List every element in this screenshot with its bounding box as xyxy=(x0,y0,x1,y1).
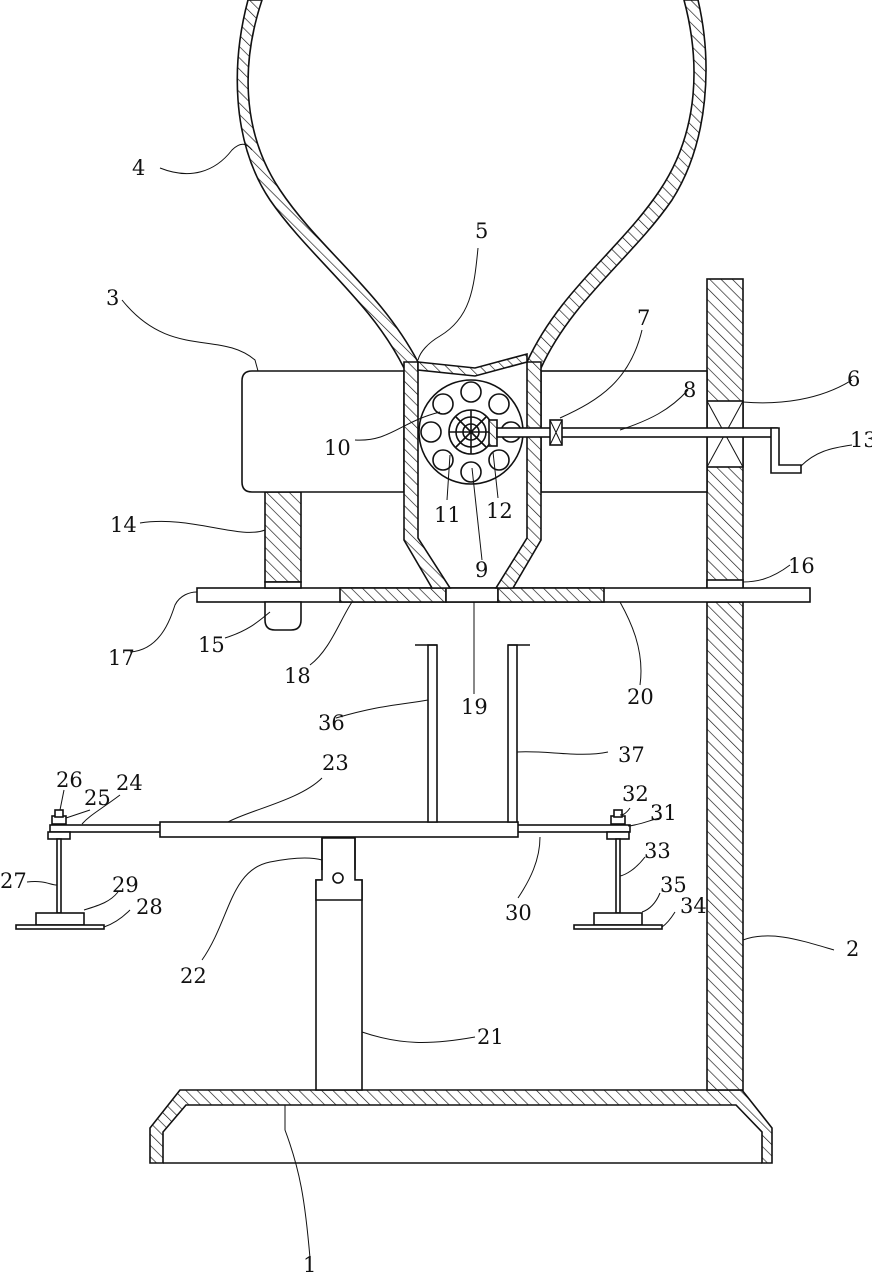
label-6: 6 xyxy=(847,367,860,391)
label-32: 32 xyxy=(622,782,649,806)
label-12: 12 xyxy=(486,499,513,523)
label-22: 22 xyxy=(180,964,207,988)
swing-beam xyxy=(50,822,630,837)
label-13: 13 xyxy=(850,428,872,452)
label-10: 10 xyxy=(324,436,351,460)
base xyxy=(150,1090,772,1163)
label-2: 2 xyxy=(846,937,859,961)
label-31: 31 xyxy=(650,801,677,825)
center-post xyxy=(316,838,362,1090)
label-9: 9 xyxy=(475,558,488,582)
label-28: 28 xyxy=(136,895,163,919)
left-support xyxy=(265,492,301,630)
label-24: 24 xyxy=(116,771,143,795)
vertical-guides xyxy=(415,645,530,822)
label-14: 14 xyxy=(110,513,137,537)
label-4: 4 xyxy=(132,156,145,180)
label-5: 5 xyxy=(475,219,488,243)
label-3: 3 xyxy=(106,286,119,310)
label-21: 21 xyxy=(477,1025,504,1049)
label-8: 8 xyxy=(683,378,696,402)
label-23: 23 xyxy=(322,751,349,775)
label-1: 1 xyxy=(303,1253,316,1276)
label-30: 30 xyxy=(505,901,532,925)
label-27: 27 xyxy=(0,869,27,893)
label-19: 19 xyxy=(461,695,488,719)
horizontal-plate xyxy=(197,588,810,602)
label-26: 26 xyxy=(56,768,83,792)
label-25: 25 xyxy=(84,786,111,810)
label-17: 17 xyxy=(108,646,135,670)
hopper xyxy=(237,0,706,368)
label-11: 11 xyxy=(434,503,461,527)
label-29: 29 xyxy=(112,873,139,897)
label-20: 20 xyxy=(627,685,654,709)
label-7: 7 xyxy=(637,306,650,330)
label-33: 33 xyxy=(644,839,671,863)
right-column xyxy=(707,279,743,1090)
label-37: 37 xyxy=(618,743,645,767)
label-34: 34 xyxy=(680,894,707,918)
label-16: 16 xyxy=(788,554,815,578)
label-36: 36 xyxy=(318,711,345,735)
label-18: 18 xyxy=(284,664,311,688)
label-15: 15 xyxy=(198,633,225,657)
